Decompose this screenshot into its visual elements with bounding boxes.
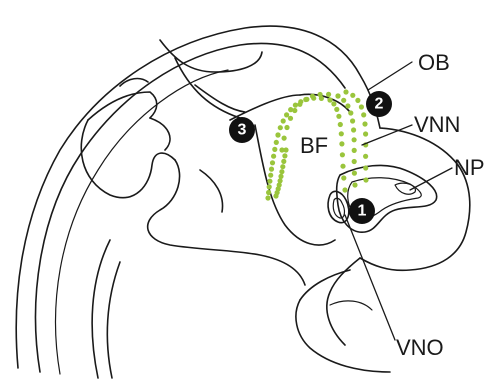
migration-dot xyxy=(363,165,368,170)
migration-dot xyxy=(292,108,297,113)
migration-dot xyxy=(273,193,278,198)
migration-dot xyxy=(350,93,355,98)
migration-dot xyxy=(271,154,276,159)
migration-dot xyxy=(342,187,347,192)
marker-1: 1 xyxy=(349,198,375,224)
migration-dot xyxy=(339,131,344,136)
migration-dot xyxy=(278,125,283,130)
migration-dot xyxy=(267,184,272,189)
marker-2: 2 xyxy=(366,91,392,117)
nasal-structures xyxy=(328,165,437,232)
migration-dot xyxy=(266,190,271,195)
migration-dot xyxy=(352,182,357,187)
migration-dot xyxy=(265,195,270,200)
migration-dot xyxy=(281,118,286,123)
migration-dot xyxy=(272,147,277,152)
brain-folds xyxy=(81,40,350,285)
marker-3: 3 xyxy=(229,117,255,143)
migration-dot xyxy=(334,107,339,112)
vno-leader xyxy=(345,215,395,340)
migration-dot xyxy=(363,154,368,159)
migration-dot xyxy=(284,125,289,130)
migration-dot xyxy=(282,136,287,141)
migration-dot xyxy=(336,114,341,119)
migration-dot xyxy=(267,179,272,184)
migration-dot xyxy=(338,122,343,127)
migration-dot xyxy=(345,103,350,108)
migration-dot xyxy=(279,169,284,174)
migration-dot xyxy=(341,98,346,103)
migration-dot xyxy=(303,97,308,102)
migration-dot xyxy=(352,159,357,164)
migration-dot xyxy=(339,141,344,146)
migration-dot xyxy=(278,174,283,179)
migration-dot xyxy=(282,153,287,158)
ob-leader xyxy=(368,62,412,90)
migration-dot xyxy=(281,159,286,164)
migration-dot xyxy=(352,171,357,176)
migration-dot xyxy=(269,167,274,172)
migration-dot xyxy=(331,101,336,106)
migration-dot xyxy=(310,94,315,99)
migration-dot xyxy=(275,132,280,137)
head-outline xyxy=(16,26,470,378)
migration-dot xyxy=(318,92,323,97)
migration-dot xyxy=(327,97,332,102)
label-ob: OB xyxy=(418,50,450,75)
marker-2-text: 2 xyxy=(375,96,384,113)
migration-dot xyxy=(363,177,368,182)
migration-dot xyxy=(288,116,293,121)
migration-dot xyxy=(326,92,331,97)
migration-dot xyxy=(274,140,279,145)
marker-3-text: 3 xyxy=(238,122,247,139)
migration-dot xyxy=(351,127,356,132)
migration-dot xyxy=(348,110,353,115)
migration-dot xyxy=(359,104,364,109)
migration-dot xyxy=(361,112,366,117)
migration-dot xyxy=(270,160,275,165)
label-bf: BF xyxy=(300,133,328,158)
label-np: NP xyxy=(454,155,485,180)
migration-dot xyxy=(362,121,367,126)
migration-dot xyxy=(343,89,348,94)
migration-dot xyxy=(284,112,289,117)
migration-dot xyxy=(355,98,360,103)
label-vnn: VNN xyxy=(414,112,460,137)
migration-dot xyxy=(340,164,345,169)
migration-dot xyxy=(363,131,368,136)
label-vno: VNO xyxy=(396,335,444,360)
migration-dot xyxy=(350,118,355,123)
migration-dot xyxy=(280,164,285,169)
migration-dot xyxy=(293,103,298,108)
migration-dot xyxy=(335,93,340,98)
migration-dot xyxy=(268,173,273,178)
migration-dot xyxy=(297,102,302,107)
migration-dot xyxy=(352,148,357,153)
migration-dot xyxy=(341,175,346,180)
marker-1-text: 1 xyxy=(358,203,367,220)
migration-dot xyxy=(283,147,288,152)
migration-dot xyxy=(352,137,357,142)
migration-dot xyxy=(340,152,345,157)
